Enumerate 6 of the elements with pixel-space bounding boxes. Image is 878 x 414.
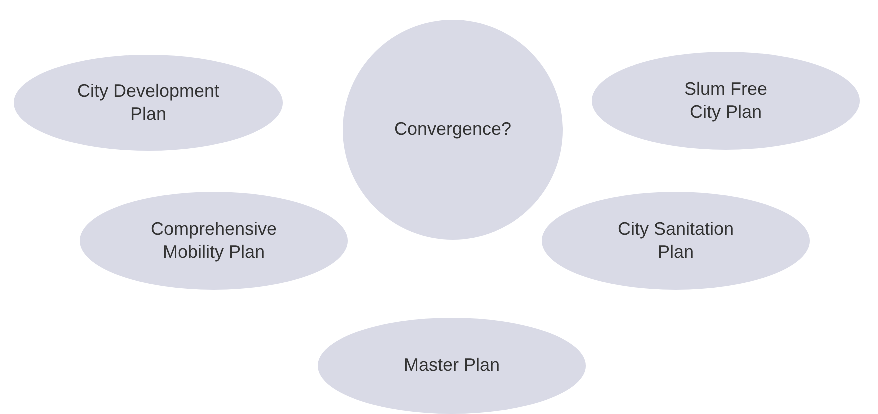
node-label: City Sanitation Plan <box>616 218 736 264</box>
node-label: Comprehensive Mobility Plan <box>150 218 278 264</box>
node-label: City Development Plan <box>76 80 221 126</box>
node-label: Convergence? <box>393 118 513 142</box>
node-label: Master Plan <box>402 354 502 378</box>
node-label: Slum Free City Plan <box>683 78 769 124</box>
